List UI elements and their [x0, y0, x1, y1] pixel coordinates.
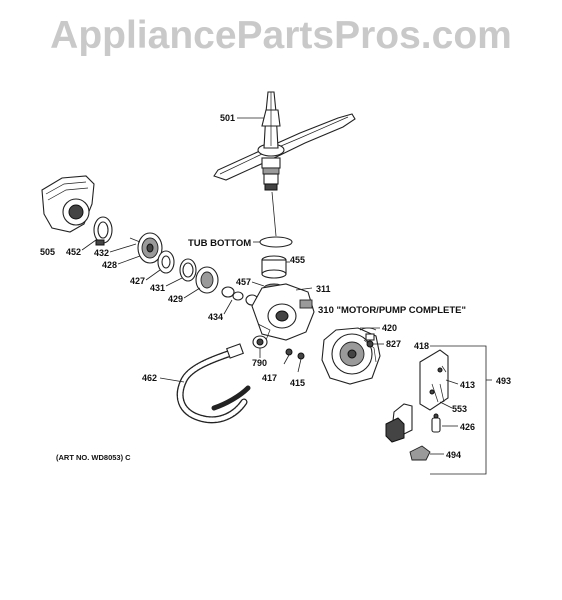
chopper-429-illustration [195, 266, 219, 294]
small-fasteners-illustration [283, 348, 305, 373]
leader-434 [223, 299, 233, 315]
callout-505: 505 [40, 247, 55, 257]
callout-413: 413 [460, 380, 475, 390]
callout-455: 455 [290, 255, 305, 265]
bracket-assembly-box [430, 345, 492, 475]
art-number: (ART NO. WD8053) C [56, 453, 131, 462]
relay-switch-illustration [385, 403, 413, 443]
impeller-assembly-illustration [129, 232, 163, 264]
pump-housing-illustration [251, 283, 315, 341]
motor-illustration [321, 327, 381, 385]
mounting-plate-418-illustration [419, 349, 449, 411]
lower-spray-arm-illustration [213, 91, 356, 191]
leader-462 [159, 377, 185, 383]
callout-493: 493 [496, 376, 511, 386]
callout-827: 827 [386, 339, 401, 349]
leader-457 [251, 281, 265, 287]
callout-462: 462 [142, 373, 157, 383]
callout-457: 457 [236, 277, 251, 287]
leader-429 [183, 287, 201, 299]
sump-housing-illustration [41, 175, 95, 233]
callout-432: 432 [94, 248, 109, 258]
connector-494-illustration [409, 445, 444, 461]
leader-431 [165, 277, 183, 287]
callout-501: 501 [220, 113, 235, 123]
tub-bottom-ring-illustration [259, 236, 293, 248]
leader-427 [145, 269, 161, 281]
motor-pump-complete-label: 310 "MOTOR/PUMP COMPLETE" [318, 305, 466, 316]
leader-432 [109, 243, 137, 253]
callout-426: 426 [460, 422, 475, 432]
callout-434: 434 [208, 312, 223, 322]
seal-rings-illustration [157, 250, 197, 282]
nut-washer-434-illustration [221, 286, 259, 306]
clip-and-pin-illustration [431, 383, 458, 433]
callout-553: 553 [452, 404, 467, 414]
callout-494: 494 [446, 450, 461, 460]
callout-431: 431 [150, 283, 165, 293]
callout-428: 428 [102, 260, 117, 270]
check-valve-790-illustration [252, 335, 268, 349]
callout-417: 417 [262, 373, 277, 383]
callout-790: 790 [252, 358, 267, 368]
drain-hose-illustration [176, 343, 251, 424]
callout-311: 311 [316, 284, 331, 294]
callout-452: 452 [66, 247, 81, 257]
motor-small-parts-illustration [359, 327, 384, 348]
tub-bottom-label: TUB BOTTOM [188, 238, 251, 249]
callout-429: 429 [168, 294, 183, 304]
callout-418: 418 [414, 341, 429, 351]
callout-415: 415 [290, 378, 305, 388]
leader-553 [439, 401, 453, 409]
watermark-text: AppliancePartsPros.com [50, 14, 512, 57]
hose-clamp-452-illustration [93, 216, 113, 246]
leader-line [271, 191, 277, 237]
callout-420: 420 [382, 323, 397, 333]
leader-428 [117, 255, 141, 265]
leader-413 [445, 379, 459, 385]
leader-452 [81, 239, 97, 251]
callout-427: 427 [130, 276, 145, 286]
